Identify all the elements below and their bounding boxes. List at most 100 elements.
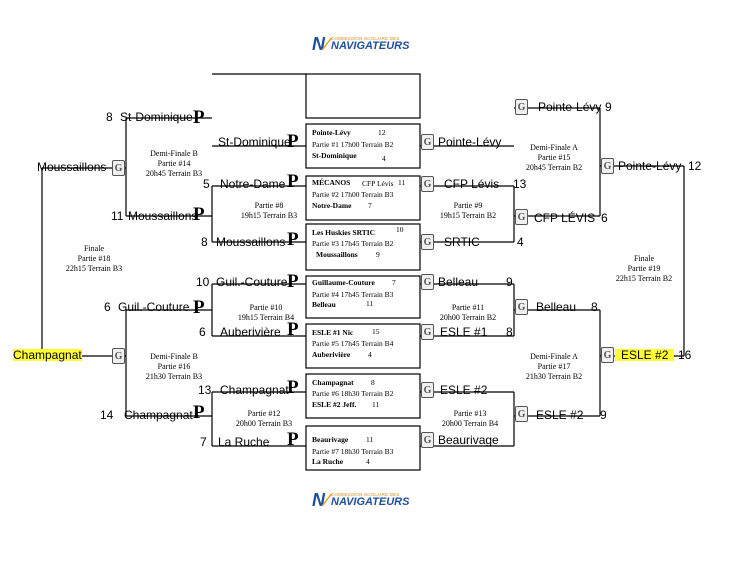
right-r2-team: Pointe-Lévy [538,100,602,114]
right-r1-score: 13 [513,177,527,191]
game-home: Beaurivage [312,435,349,444]
left-r3-team-winner: Champagnat [13,348,82,362]
game-home: Les Huskies SRTIC [312,228,376,237]
logo-mark-icon: N∕ [312,490,329,510]
game-home-score: 8 [371,378,375,387]
g-icon: G [421,176,434,192]
left-r2-score: 11 [111,209,124,223]
right-r2-team: ESLE #2 [536,408,584,422]
right-r1-team: SRTIC [444,235,480,249]
game-home-score: 11 [366,435,374,444]
game-line: Partie #4 17h45 Terrain B3 [312,290,394,299]
right-r2-score: 9 [600,408,607,422]
right-r2-score: 9 [605,100,612,114]
left-r1-score: 10 [196,275,210,289]
right-r2-score: 8 [591,300,598,314]
left-r1-team: Notre-Dame [220,177,286,191]
left-r1-team: St-Dominique [218,135,291,149]
p-icon: P [193,204,205,225]
g-icon: G [112,348,125,364]
right-r1-team: ESLE #1 [440,325,488,339]
game-away: La Ruche [312,457,344,466]
p-icon: P [287,131,299,152]
logo-top-text: COMMISSION SCOLAIRE DES [331,35,400,41]
left-r1-team: Champagnat [220,383,289,397]
left-r1-score: 8 [201,235,208,249]
game-line: Partie #5 17h45 Terrain B4 [312,339,394,348]
logo-top-text: COMMISSION SCOLAIRE DES [331,491,400,497]
game-away-score: 4 [366,457,370,466]
p-icon: P [193,297,205,318]
game-away: Auberivière [312,350,351,359]
game-away-score: 11 [366,299,374,308]
game-home-score: 12 [378,128,386,137]
p-icon: P [287,171,299,192]
g-icon: G [515,299,528,315]
game-home: MÉCANOS [312,178,351,187]
p-icon: P [287,429,299,450]
right-r3-score: 12 [688,159,702,173]
game-line: Partie #7 18h30 Terrain B3 [312,447,394,456]
game-away-score: 11 [372,400,380,409]
p-icon: P [193,107,205,128]
g-icon: G [421,134,434,150]
left-r1-score: 7 [200,435,207,449]
g-icon: G [601,158,614,174]
g-icon: G [421,432,434,448]
g-icon: G [421,382,434,398]
game-line: Partie #1 17h00 Terrain B2 [312,140,394,149]
g-icon: G [601,347,614,363]
g-icon: G [421,324,434,340]
p-icon: P [287,271,299,292]
game-away: Moussaillons [316,250,358,259]
game-home: Champagnat [312,378,354,387]
game-home-score: 10 [396,225,404,234]
right-r2-score: 6 [601,211,608,225]
left-r1-team: Auberivière [220,325,281,339]
right-r1-team: Pointe-Lévy [438,135,502,149]
right-r2-team: CFP LÉVIS [534,211,596,225]
right-r3-team-winner: ESLE #2 [615,349,675,361]
logo-mark-icon: N∕ [312,34,329,54]
game-away: Notre-Dame [312,201,352,210]
p-icon: P [287,377,299,398]
right-r1-team: Beaurivage [438,433,499,447]
left-r1-team: Guil.-Couture [216,275,288,289]
right-r3-score: 16 [678,348,692,362]
right-r1-team: ESLE #2 [440,383,488,397]
left-r2-team: Moussaillons [128,209,198,223]
right-r3-team: Pointe-Lévy [618,159,682,173]
left-r1-team: La Ruche [218,435,270,449]
game-home: Guillaume-Couture [312,278,375,287]
right-r1-score: 8 [506,325,513,339]
game-away-score: 9 [376,250,380,259]
logo-bottom: N∕ COMMISSION SCOLAIRE DES NAVIGATEURS [312,490,409,511]
right-r1-team: CFP Lévis [444,177,500,191]
game-line: Partie #6 18h30 Terrain B2 [312,389,394,398]
left-r2-team: St-Dominique [120,110,193,124]
right-r1-team: Belleau [438,275,479,289]
logo-main-text: NAVIGATEURS [331,40,410,53]
game-home-score: 7 [392,278,396,287]
p-icon: P [193,402,205,423]
logo-top: N∕ COMMISSION SCOLAIRE DES NAVIGATEURS [312,34,409,55]
left-r1-score: 5 [203,177,210,191]
left-r2-team: Guil.-Couture [118,300,190,314]
logo-main-text: NAVIGATEURS [331,496,410,509]
left-r2-score: 14 [100,408,114,422]
p-icon: P [287,229,299,250]
left-r3-team: Moussaillons [37,160,107,174]
p-icon: P [287,319,299,340]
game-away: ESLE #2 Jeff. [312,400,357,409]
